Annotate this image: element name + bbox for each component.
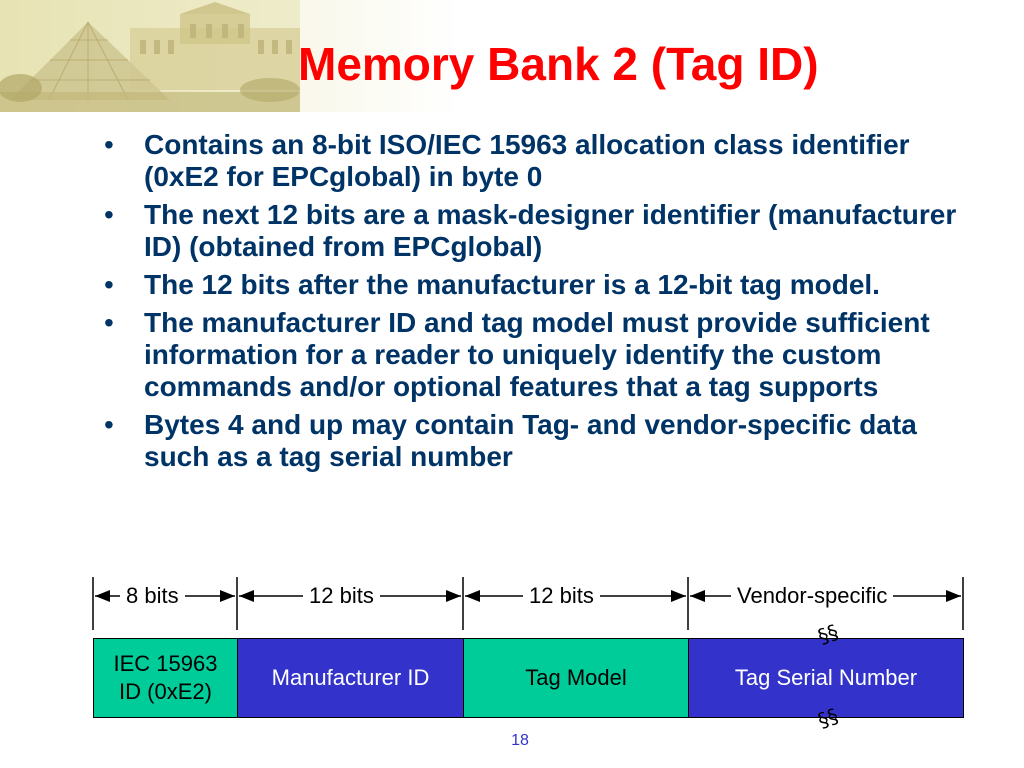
bullet-marker: •: [104, 409, 114, 440]
bullet-item: • Bytes 4 and up may contain Tag- and ven…: [104, 409, 964, 473]
field-label: IEC 15963 ID (0xE2): [113, 651, 218, 704]
width-label-vendor-specific: Vendor-specific: [731, 583, 894, 609]
bullet-marker: •: [104, 199, 114, 230]
width-label-12bits-model: 12 bits: [523, 583, 600, 609]
field-iec-15963-id: IEC 15963 ID (0xE2): [93, 638, 238, 718]
field-manufacturer-id: Manufacturer ID: [237, 638, 464, 718]
bullet-list: • Contains an 8-bit ISO/IEC 15963 allocat…: [104, 129, 964, 479]
bullet-item: • The manufacturer ID and tag model must …: [104, 307, 964, 403]
bullet-text: The manufacturer ID and tag model must p…: [144, 307, 930, 402]
width-label-8bits: 8 bits: [120, 583, 185, 609]
field-label: Tag Serial Number: [734, 665, 918, 690]
width-label-12bits-manufacturer: 12 bits: [303, 583, 380, 609]
louvre-pyramid-illustration: [0, 0, 300, 112]
bullet-marker: •: [104, 129, 114, 160]
bullet-text: Contains an 8-bit ISO/IEC 15963 allocati…: [144, 129, 910, 192]
bullet-item: • The next 12 bits are a mask-designer id…: [104, 199, 964, 263]
bullet-text: The next 12 bits are a mask-designer ide…: [144, 199, 957, 262]
bullet-marker: •: [104, 269, 114, 300]
field-label: Manufacturer ID: [271, 665, 430, 690]
bullet-item: • The 12 bits after the manufacturer is a…: [104, 269, 964, 301]
slide-title: Memory Bank 2 (Tag ID): [298, 38, 819, 90]
header-banner: [0, 0, 1024, 112]
page-number: 18: [511, 732, 529, 749]
bullet-marker: •: [104, 307, 114, 338]
bullet-text: The 12 bits after the manufacturer is a …: [144, 269, 880, 300]
field-tag-serial-number: Tag Serial Number: [688, 638, 964, 718]
field-tag-model: Tag Model: [463, 638, 689, 718]
bullet-text: Bytes 4 and up may contain Tag- and vend…: [144, 409, 917, 472]
bullet-item: • Contains an 8-bit ISO/IEC 15963 allocat…: [104, 129, 964, 193]
field-label: Tag Model: [525, 665, 627, 690]
